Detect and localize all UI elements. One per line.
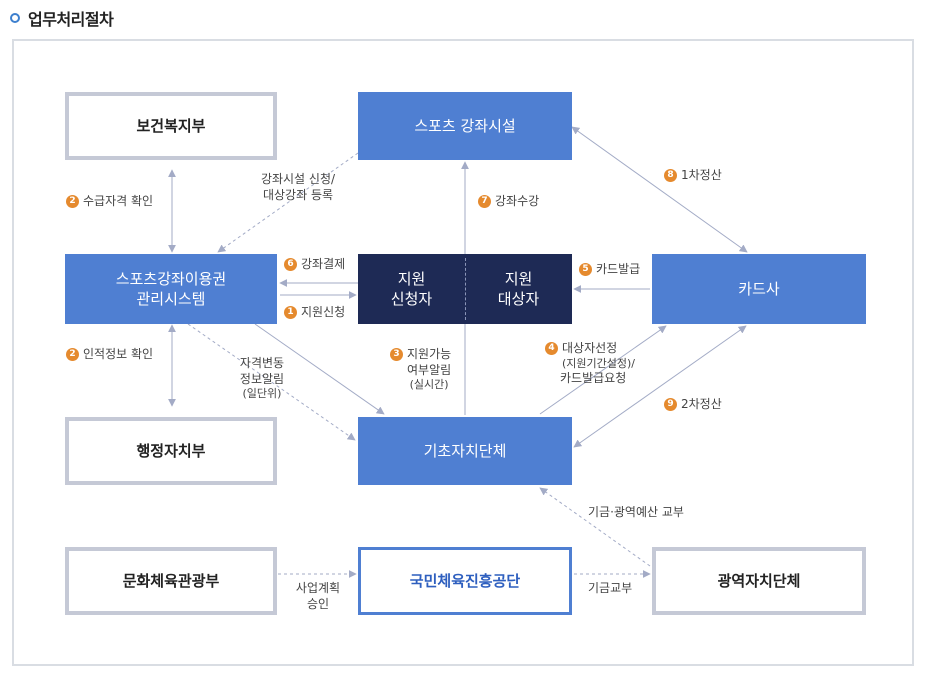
box-admin-ministry: 행정자치부 [65, 417, 277, 485]
label-step7-attend: 7 강좌수강 [478, 194, 539, 210]
page-title: 업무처리절차 [28, 10, 114, 29]
arrow-system-local [254, 323, 385, 415]
box-voucher-system: 스포츠강좌이용권 관리시스템 [65, 254, 277, 324]
label-qualification-change: 자격변동 정보알림 (일단위) [239, 356, 285, 401]
arrow-regional-local [539, 487, 651, 567]
step-badge: 2 [66, 348, 79, 361]
box-regional-government: 광역자치단체 [652, 547, 866, 615]
label-step4-selection: 4 대상자선정 (지원기간설정)/ 카드발급요청 [545, 341, 635, 386]
bullet-ring-icon [10, 13, 20, 23]
label-step2-personal-info: 2 인적정보 확인 [66, 347, 153, 363]
arrow-card-local [573, 325, 747, 448]
arrow-system-local-dashed [187, 323, 356, 441]
box-sports-promotion-foundation: 국민체육진흥공단 [358, 547, 572, 615]
label-step2-eligibility: 2 수급자격 확인 [66, 194, 153, 210]
step-badge: 4 [545, 342, 558, 355]
label-step5-card-issue: 5 카드발급 [579, 262, 640, 278]
box-culture-ministry: 문화체육관광부 [65, 547, 277, 615]
box-applicant: 지원 신청자 [358, 254, 465, 324]
page-title-area: 업무처리절차 [10, 6, 114, 30]
label-facility-apply: 강좌시설 신청/ 대상강좌 등록 [260, 172, 336, 202]
label-step1-apply: 1 지원신청 [284, 305, 345, 321]
box-beneficiary: 지원 대상자 [465, 254, 572, 324]
arrow-facility-system [217, 152, 359, 253]
label-step6-payment: 6 강좌결제 [284, 257, 345, 273]
label-step8-settlement: 8 1차정산 [664, 168, 722, 184]
arrow-facility-card [571, 126, 748, 253]
label-fund-grant: 기금교부 [588, 581, 633, 595]
box-card-company: 카드사 [652, 254, 866, 324]
label-step9-settlement: 9 2차정산 [664, 397, 722, 413]
label-fund-regional-budget: 기금·광역예산 교부 [588, 505, 684, 519]
label-business-plan-approval: 사업계획 승인 [295, 581, 341, 611]
step-badge: 9 [664, 398, 677, 411]
step-badge: 6 [284, 258, 297, 271]
step-badge: 2 [66, 195, 79, 208]
box-health-ministry: 보건복지부 [65, 92, 277, 160]
label-step3-eligibility-notice: 3 지원가능 여부알림 (실시간) [390, 347, 451, 392]
step-badge: 8 [664, 169, 677, 182]
step-badge: 5 [579, 263, 592, 276]
applicant-divider [465, 258, 466, 320]
diagram-frame [12, 39, 914, 666]
box-sports-facility: 스포츠 강좌시설 [358, 92, 572, 160]
box-local-government: 기초자치단체 [358, 417, 572, 485]
step-badge: 3 [390, 348, 403, 361]
step-badge: 1 [284, 306, 297, 319]
step-badge: 7 [478, 195, 491, 208]
